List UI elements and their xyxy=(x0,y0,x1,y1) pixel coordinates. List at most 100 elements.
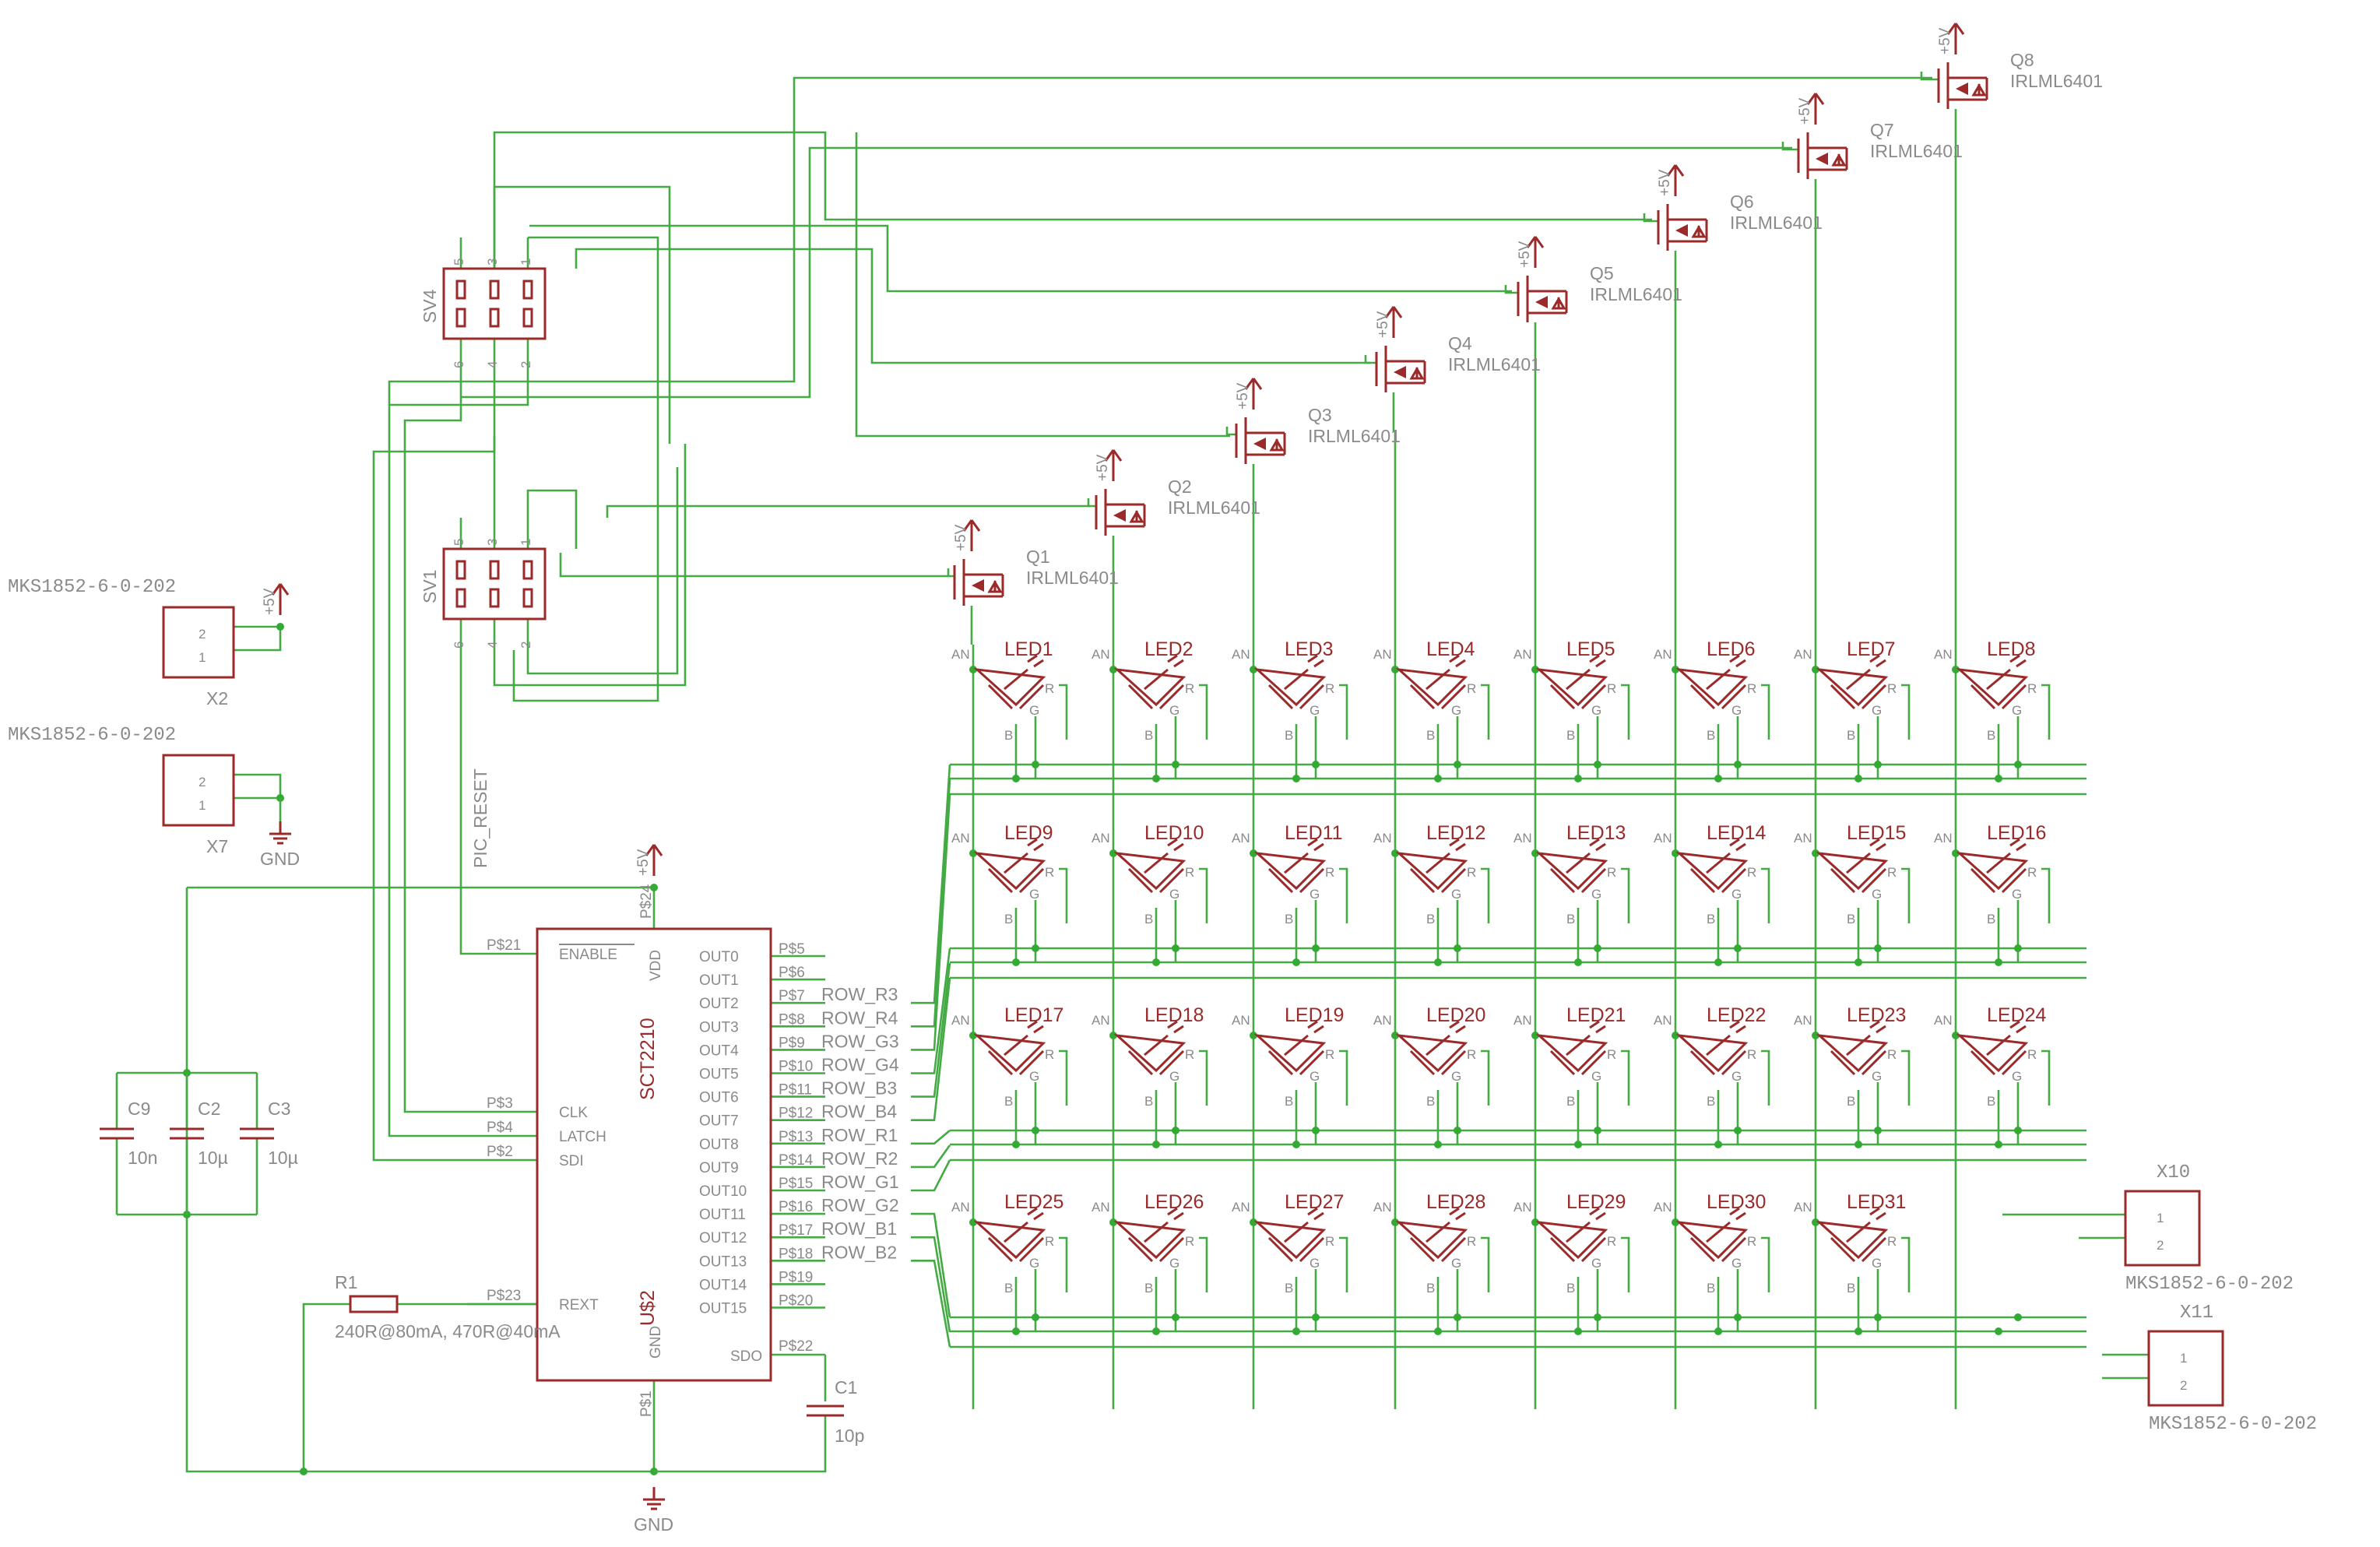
led-pin-label: G xyxy=(1029,1256,1039,1271)
row-net-label: ROW_B3 xyxy=(821,1078,897,1099)
led-pin-label: B xyxy=(1285,1094,1293,1109)
header-pin xyxy=(489,560,500,580)
led-ref: LED13 xyxy=(1566,822,1626,844)
led-symbol xyxy=(1535,1033,1608,1073)
junction-dot xyxy=(1152,775,1160,782)
led-ray xyxy=(1167,654,1178,663)
junction-dot xyxy=(1172,1127,1179,1134)
led-pin-label: R xyxy=(1467,1047,1476,1062)
led-ray xyxy=(1869,654,1880,663)
led-symbol xyxy=(973,667,1046,707)
led-red-lead xyxy=(1901,867,1911,923)
gate-net xyxy=(606,505,1090,518)
ic-pin-name: OUT11 xyxy=(699,1207,746,1223)
supply-label: +5V xyxy=(1235,382,1251,410)
junction-dot xyxy=(1714,1327,1722,1335)
parts xyxy=(100,23,2224,1510)
led-symbol xyxy=(1956,667,2029,707)
led-pin-label: AN xyxy=(1232,1200,1250,1215)
supply-arrow xyxy=(1112,449,1123,462)
x2-pin xyxy=(234,627,282,652)
led-diode xyxy=(1409,684,1436,710)
led-pin-label: R xyxy=(1185,681,1194,696)
transistor-value: IRLML6401 xyxy=(2010,71,2103,91)
led-pin-label: AN xyxy=(1092,831,1110,846)
ic-ref: U$2 xyxy=(637,1290,659,1326)
ic-pin-pad: P$9 xyxy=(779,1035,805,1051)
led-pin-label: R xyxy=(2027,681,2037,696)
connector-pin-number: 2 xyxy=(2157,1238,2164,1253)
led-diode xyxy=(1299,867,1325,894)
led-ray xyxy=(1307,654,1318,663)
led-pin-label: AN xyxy=(951,1200,970,1215)
led-ref: LED18 xyxy=(1144,1004,1204,1026)
led-pin-label: AN xyxy=(1934,831,1953,846)
transistor-value: IRLML6401 xyxy=(1026,568,1119,588)
led-diode xyxy=(1409,1236,1436,1263)
led-pin-label: B xyxy=(1847,1094,1855,1109)
gate-net xyxy=(575,248,1370,364)
led-ref: LED1 xyxy=(1004,638,1053,660)
header-pin-number: 5 xyxy=(452,258,466,265)
led-pin-label: B xyxy=(1426,728,1435,743)
led-diode xyxy=(1549,1049,1576,1076)
cap-value: 10µ xyxy=(198,1148,228,1168)
header-pin-number: 4 xyxy=(485,642,500,649)
ic-pin-pad: P$3 xyxy=(487,1095,513,1112)
supply-label: +5V xyxy=(1797,97,1813,125)
junction-dot xyxy=(1594,944,1601,952)
supply-arrow xyxy=(1534,236,1545,248)
ic-pin-pad: P$14 xyxy=(779,1152,814,1169)
led-pin-label: B xyxy=(1426,1094,1435,1109)
junction-dot xyxy=(1874,944,1882,952)
led-pin-label: AN xyxy=(1654,1200,1672,1215)
header-pin xyxy=(455,308,466,328)
led-symbol xyxy=(1253,1220,1327,1260)
led-red-lead xyxy=(1059,1049,1068,1106)
ic-pin-name: OUT0 xyxy=(699,949,739,965)
led-pin-label: G xyxy=(1591,1256,1601,1271)
led-pin-label: R xyxy=(1607,1047,1616,1062)
junction-dot xyxy=(1995,775,2002,782)
ic-pin-pad: P$4 xyxy=(487,1120,513,1136)
led-pin-label: AN xyxy=(1794,647,1812,662)
led-diode xyxy=(1018,867,1045,894)
supply-label: +5V xyxy=(1095,454,1111,481)
led-ray xyxy=(1729,1207,1740,1216)
row-fanout xyxy=(911,1159,951,1192)
led-red-lead xyxy=(1059,684,1068,740)
led-ray xyxy=(1589,654,1600,663)
junction-dot xyxy=(1854,1141,1862,1148)
led-ray xyxy=(1033,842,1044,852)
junction-dot xyxy=(1312,761,1320,768)
led-ray xyxy=(1869,1020,1880,1029)
supply-arrow xyxy=(1526,236,1537,248)
row-fanout xyxy=(911,962,951,1098)
ic-pin-pad: P$24 xyxy=(638,884,655,919)
ic-pin-name: LATCH xyxy=(559,1129,606,1145)
led-diode xyxy=(1580,684,1607,710)
led-diode xyxy=(1689,684,1716,710)
junction-dot xyxy=(1531,849,1539,857)
led-ray xyxy=(1027,1020,1038,1029)
led-ray xyxy=(1869,838,1880,847)
gate-net xyxy=(1364,355,1376,364)
junction-dot xyxy=(1531,666,1539,673)
ic-pin-pad: P$16 xyxy=(779,1199,813,1215)
ic-pin-name: OUT14 xyxy=(699,1277,747,1293)
row-net-label: ROW_G1 xyxy=(821,1172,899,1192)
junction-dot xyxy=(1734,761,1742,768)
led-symbol xyxy=(1956,1033,2029,1073)
row-fanout xyxy=(911,764,951,1004)
ic-pin-pad: P$15 xyxy=(779,1176,813,1192)
junction-dot xyxy=(1109,1218,1117,1226)
header-pin xyxy=(455,560,466,580)
led-symbol xyxy=(1816,667,1889,707)
pic-reset-label: PIC_RESET xyxy=(470,768,490,868)
connector-body xyxy=(2147,1330,2224,1407)
header-pin xyxy=(522,308,533,328)
transistor-ref: Q2 xyxy=(1168,476,1192,497)
led-diode xyxy=(1127,684,1154,710)
led-ray xyxy=(2009,654,2020,663)
ic-pin-name: OUT15 xyxy=(699,1301,747,1317)
